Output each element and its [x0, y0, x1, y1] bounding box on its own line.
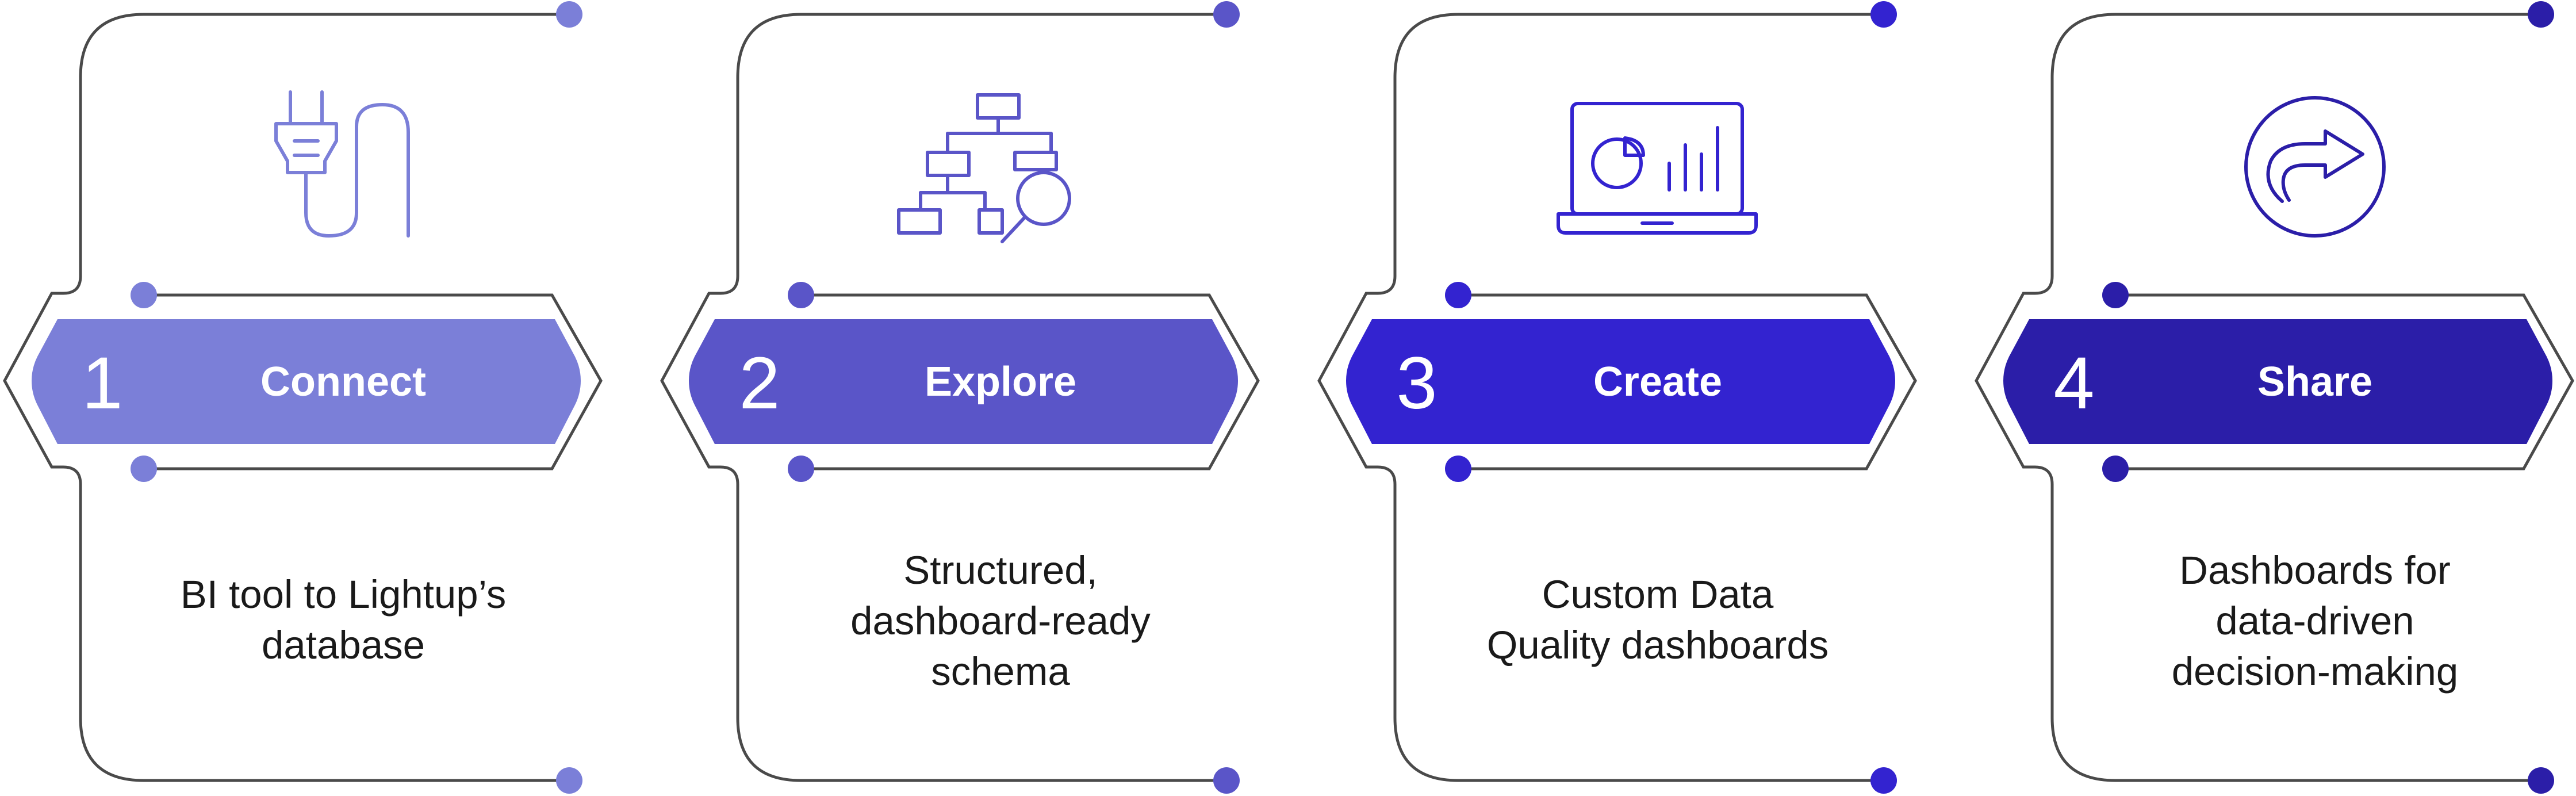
- banner-frame: [144, 293, 603, 470]
- step-description: Custom Data Quality dashboards: [1486, 572, 1829, 667]
- step-4: 4 Share: [1975, 1, 2574, 794]
- step-label: Connect: [260, 359, 426, 405]
- connector-dot-upper: [131, 282, 157, 308]
- connector-dot-top: [556, 1, 582, 28]
- step-description: BI tool to Lightup’s database: [180, 572, 507, 667]
- banner-frame: [2115, 293, 2574, 470]
- connector-dot-upper: [1445, 282, 1471, 308]
- step-banner: [1346, 319, 1895, 444]
- step-1: 1 Connect: [3, 1, 603, 794]
- step-number: 2: [739, 342, 780, 424]
- connector-dot-lower: [2102, 456, 2129, 482]
- step-banner: [689, 319, 1238, 444]
- step-description: Dashboards for data-driven decision-maki…: [2171, 548, 2459, 694]
- step-2: 2 Explore: [660, 1, 1260, 794]
- connector-dot-bottom: [1213, 767, 1240, 794]
- connector-dot-lower: [788, 456, 814, 482]
- card-outline: [1317, 13, 1884, 782]
- share-arrow-icon: [2244, 96, 2386, 238]
- banner-frame: [801, 293, 1260, 470]
- connector-dot-lower: [1445, 456, 1471, 482]
- card-outline: [3, 13, 569, 782]
- step-number: 3: [1396, 342, 1437, 424]
- step-label: Share: [2257, 359, 2372, 405]
- connector-dot-top: [1870, 1, 1897, 28]
- step-number: 4: [2053, 342, 2094, 424]
- step-label: Explore: [925, 359, 1076, 405]
- card-outline: [1975, 13, 2541, 782]
- connector-dot-upper: [788, 282, 814, 308]
- connector-dot-upper: [2102, 282, 2129, 308]
- banner-frame: [1458, 293, 1917, 470]
- connector-dot-bottom: [1870, 767, 1897, 794]
- step-description: Structured, dashboard-ready schema: [850, 548, 1151, 694]
- laptop-charts-icon: [1557, 102, 1758, 235]
- connector-dot-bottom: [2528, 767, 2554, 794]
- step-label: Create: [1593, 359, 1722, 405]
- schema-search-icon: [897, 93, 1071, 243]
- step-banner: [2003, 319, 2552, 444]
- connector-dot-top: [1213, 1, 1240, 28]
- step-number: 1: [82, 342, 122, 424]
- step-banner: [32, 319, 581, 444]
- connector-dot-lower: [131, 456, 157, 482]
- plug-cable-icon: [274, 90, 410, 238]
- connector-dot-bottom: [556, 767, 582, 794]
- step-3: 3 Create: [1317, 1, 1917, 794]
- connector-dot-top: [2528, 1, 2554, 28]
- card-outline: [660, 13, 1226, 782]
